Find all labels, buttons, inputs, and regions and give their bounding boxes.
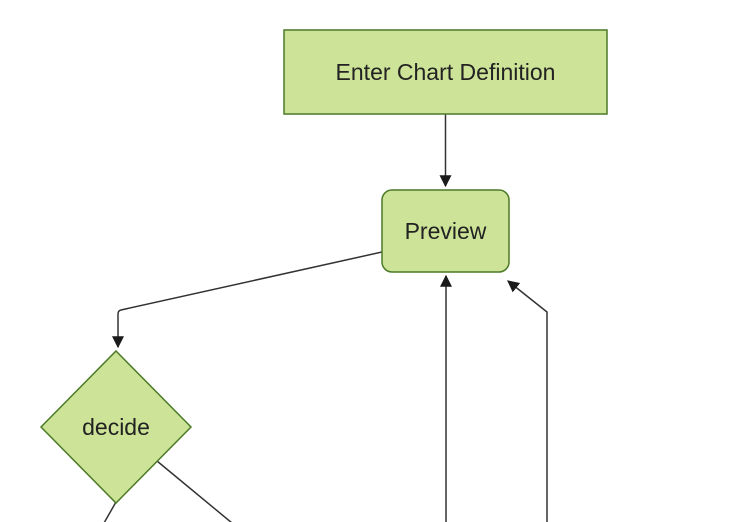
edge-offscreen-to-preview-corner xyxy=(507,280,548,522)
edge-layer xyxy=(103,114,548,522)
edge-decide-to-offscreen-right xyxy=(156,460,232,522)
node-preview-shape xyxy=(381,189,510,273)
node-decide-shape xyxy=(39,349,193,505)
edge-preview-to-decide xyxy=(112,251,383,349)
node-decide-label: decide xyxy=(82,414,150,440)
node-enter-chart-definition-shape xyxy=(283,29,608,115)
node-preview-label: Preview xyxy=(405,218,487,244)
node-decide: decide xyxy=(39,349,193,505)
node-enter-chart-definition-label: Enter Chart Definition xyxy=(336,59,556,85)
node-preview: Preview xyxy=(381,189,510,273)
edge-decide-to-offscreen-left xyxy=(103,501,117,522)
node-enter-chart-definition: Enter Chart Definition xyxy=(283,29,608,115)
